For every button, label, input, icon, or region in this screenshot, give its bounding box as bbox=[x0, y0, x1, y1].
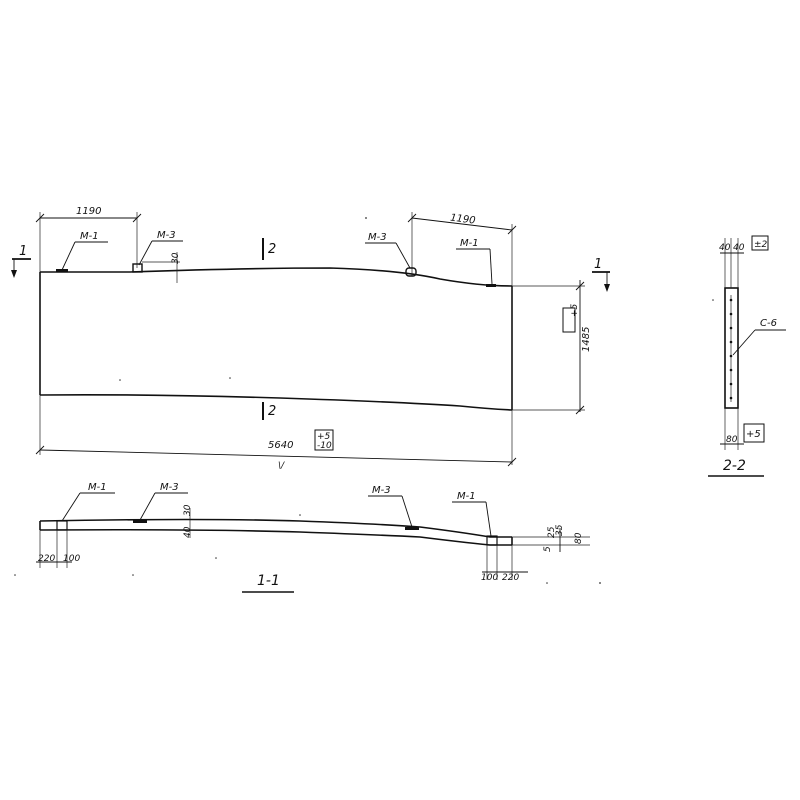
leader-m1-left bbox=[61, 241, 76, 271]
tol-box-height bbox=[562, 307, 576, 333]
cut-2-bottom: 2 bbox=[268, 404, 276, 419]
tick bbox=[575, 281, 585, 291]
arrow-head bbox=[604, 284, 610, 292]
plate-m3-left bbox=[133, 520, 147, 523]
stray-mark: \/ bbox=[278, 461, 285, 471]
section-1-1-title: 1-1 bbox=[257, 573, 280, 589]
leader-c6 bbox=[732, 329, 756, 356]
section-2-tol-bottom: +5 bbox=[746, 429, 761, 440]
section-label-m3-left: М-3 bbox=[160, 482, 179, 493]
section-2-dim-bottom: 80 bbox=[726, 435, 738, 445]
section-dim-80: 80 bbox=[574, 532, 584, 544]
plate-m3-right bbox=[405, 527, 419, 530]
dim-5640: 5640 bbox=[268, 440, 293, 451]
panel-bottom-edge bbox=[39, 394, 513, 411]
leader-m1-right bbox=[489, 248, 493, 285]
dim-1190-right: 1190 bbox=[449, 213, 476, 227]
label-m3-right: М-3 bbox=[368, 232, 387, 243]
rebar-dots bbox=[729, 298, 733, 400]
panel-top-edge bbox=[40, 267, 513, 287]
scan-specks bbox=[14, 217, 714, 584]
tick bbox=[132, 213, 142, 223]
section-dim-220-left: 220 bbox=[38, 554, 55, 564]
plate-m1-right bbox=[486, 535, 498, 546]
leader bbox=[401, 495, 413, 528]
label-m1-right: М-1 bbox=[460, 238, 479, 249]
plate-m1-left bbox=[56, 520, 68, 531]
leader bbox=[61, 492, 81, 522]
tol-length-minus: -10 bbox=[317, 441, 332, 451]
section-2-dim-40-b: 40 bbox=[733, 243, 745, 253]
section-dim-100-left: 100 bbox=[63, 554, 80, 564]
section-dim-30: 30 bbox=[183, 504, 193, 516]
section-label-m3-right: М-3 bbox=[372, 485, 391, 496]
tick bbox=[507, 225, 517, 235]
cut-2-top: 2 bbox=[268, 242, 276, 257]
label-m1-left: М-1 bbox=[80, 231, 99, 242]
dim-30: 30 bbox=[171, 252, 181, 264]
embed-m1-right bbox=[486, 284, 496, 287]
dim-1190-left: 1190 bbox=[76, 206, 101, 217]
embed-m3-right bbox=[405, 267, 417, 277]
section-dim-100-right: 100 bbox=[481, 573, 498, 583]
label-m3-left: М-3 bbox=[157, 230, 176, 241]
tick bbox=[35, 213, 45, 223]
cut-1-left: 1 bbox=[19, 244, 27, 259]
tol-length-plus: +5 bbox=[317, 432, 331, 442]
section-dim-35: 35 bbox=[555, 524, 565, 536]
plan-view: 1190 1190 М-1 М-3 30 М-3 М-1 2 bbox=[11, 206, 610, 471]
section-dim-25: 25 bbox=[547, 526, 557, 538]
section-top-edge bbox=[39, 518, 512, 538]
dim-line-5640 bbox=[39, 449, 513, 463]
dim-1485: 1485 bbox=[581, 327, 592, 352]
section-2-tol-top: ±2 bbox=[754, 240, 768, 250]
section-2-2-outline bbox=[724, 287, 739, 409]
dim-line-1190-right bbox=[411, 217, 513, 231]
embed-m3-left bbox=[132, 263, 143, 273]
section-dim-220-right: 220 bbox=[502, 573, 519, 583]
section-2-label-c6: С-6 bbox=[760, 318, 777, 329]
tick bbox=[507, 457, 517, 467]
arrow-head bbox=[11, 270, 17, 278]
leader-m3-left bbox=[138, 240, 153, 266]
tick bbox=[575, 405, 585, 415]
embed-m1-left bbox=[56, 269, 68, 272]
section-2-2: 40 40 ±2 С-6 80 +5 2-2 bbox=[708, 235, 786, 477]
section-label-m1-right: М-1 bbox=[457, 491, 476, 502]
leader-m3-right bbox=[395, 242, 411, 269]
section-dim-40: 40 bbox=[183, 526, 193, 538]
tol-height: +5 bbox=[570, 303, 580, 317]
leader bbox=[485, 501, 492, 537]
leader bbox=[139, 492, 156, 521]
section-dim-5: 5 bbox=[543, 546, 553, 552]
section-label-m1-left: М-1 bbox=[88, 482, 107, 493]
tick bbox=[35, 445, 45, 455]
tol-box-length bbox=[314, 429, 334, 451]
section-2-2-title: 2-2 bbox=[723, 458, 746, 474]
cut-1-right: 1 bbox=[594, 257, 602, 272]
section-2-dim-40-a: 40 bbox=[719, 243, 731, 253]
section-bottom-edge bbox=[39, 528, 512, 546]
section-1-1: М-1 М-3 М-3 М-1 220 100 30 40 100 220 bbox=[36, 482, 590, 593]
tick bbox=[407, 213, 417, 223]
tol-box-top bbox=[751, 235, 769, 251]
tol-box-bottom bbox=[743, 423, 765, 443]
